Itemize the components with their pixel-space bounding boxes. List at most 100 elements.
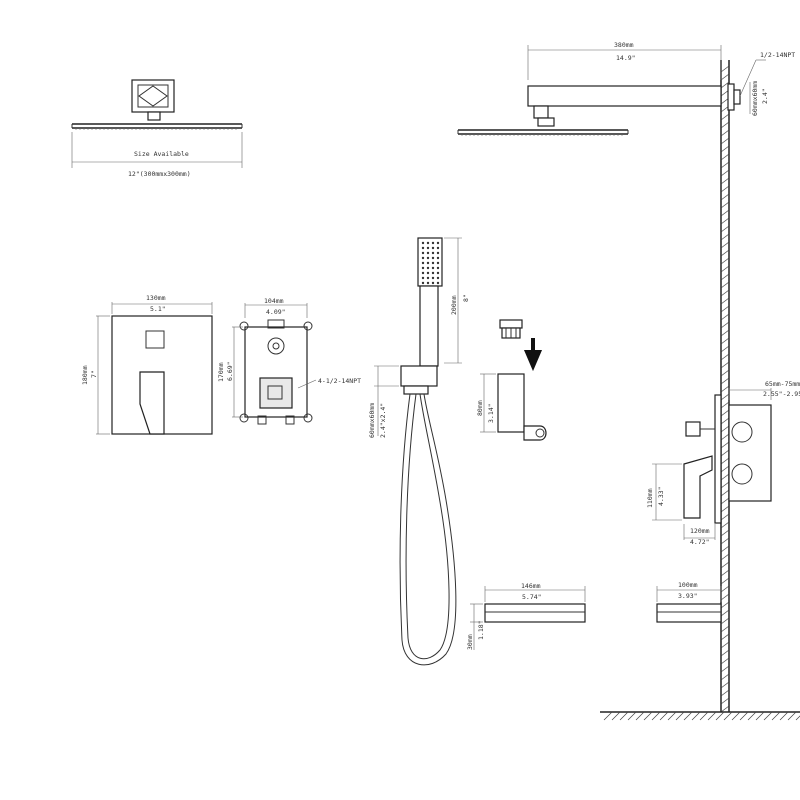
wall-hatch (720, 289, 730, 297)
wall-hatch (720, 161, 730, 169)
hand-length-in: 8" (462, 294, 470, 302)
spout-height-mm: 30mm (466, 634, 474, 650)
wall-hatch (720, 649, 730, 657)
wall-hatch (720, 625, 730, 633)
spray-dot (431, 276, 435, 280)
wall-hatch (720, 417, 730, 425)
wall-hatch (720, 585, 730, 593)
wall-hatch (720, 441, 730, 449)
valve-w-mm: 120mm (690, 527, 710, 535)
hose (399, 393, 457, 666)
ground-hatch (707, 711, 717, 721)
spray-dot (431, 261, 435, 265)
valve-height-in: 6.69" (226, 361, 234, 381)
arm-thread: 1/2-14NPT (760, 51, 795, 59)
wall-hatch (720, 681, 730, 689)
trim-height-mm: 180mm (81, 365, 89, 385)
wall-hatch (720, 489, 730, 497)
ground-hatch (619, 711, 629, 721)
shower-arm-figure: 380mm 14.9" 1/2-14NPT 60mmx60mm 2.4" (457, 41, 795, 136)
ground-hatch (771, 711, 781, 721)
wall-hatch (720, 353, 730, 361)
spray-dot (436, 266, 440, 270)
spout-length-mm: 146mm (521, 582, 541, 590)
ground-hatch (787, 711, 797, 721)
wall-hatch (720, 265, 730, 273)
hand-shower-holder (497, 373, 525, 433)
connector-in: 2.4"x2.4" (379, 403, 387, 438)
wall-hatch (720, 513, 730, 521)
spray-dot (426, 246, 430, 250)
installed-spout (656, 603, 722, 623)
trim-height-in: 7" (90, 370, 98, 378)
holder-height-in: 3.14" (487, 403, 495, 423)
wall-hatch (720, 73, 730, 81)
wall-hatch (720, 569, 730, 577)
rain-head-caption: Size Available (134, 150, 189, 158)
rain-head-mount-diamond (138, 85, 168, 107)
wall-hatch (720, 473, 730, 481)
ground-hatch (611, 711, 621, 721)
wall-hatch (720, 393, 730, 401)
wall-hatch (720, 497, 730, 505)
spout-figure: 146mm 5.74" 30mm 1.18" (466, 582, 586, 650)
valve-ports: 4-1/2-14NPT (318, 377, 361, 385)
wall-hatch (720, 225, 730, 233)
wall-hatch (720, 113, 730, 121)
spray-dot (426, 266, 430, 270)
ground-hatch (667, 711, 677, 721)
wall-hatch (720, 617, 730, 625)
ground-hatch (779, 711, 789, 721)
wall-hatch (720, 609, 730, 617)
hand-length-mm: 200mm (450, 295, 458, 315)
wall-hatch (720, 561, 730, 569)
wall-hatch (720, 425, 730, 433)
wall-hatch (720, 361, 730, 369)
ground-hatch (723, 711, 733, 721)
wall-hatch (720, 201, 730, 209)
wall-hatch (720, 321, 730, 329)
spray-dot (421, 281, 425, 285)
wall-hatch (720, 369, 730, 377)
wall-hatch (720, 481, 730, 489)
wall-hatch (720, 249, 730, 257)
trim-plate-figure: 130mm 5.1" 180mm 7" (81, 294, 213, 435)
wall-hatch (720, 657, 730, 665)
hand-shower-figure: 200mm 8" 60mmx60mm 2.4"x2.4" (368, 237, 470, 666)
wall-hatch (720, 329, 730, 337)
wall-hatch (720, 593, 730, 601)
wall-hatch (720, 305, 730, 313)
ground-hatch (691, 711, 701, 721)
spray-dot (436, 251, 440, 255)
spray-dot (431, 241, 435, 245)
spray-dot (421, 271, 425, 275)
spray-dot (431, 246, 435, 250)
ground-hatch (755, 711, 765, 721)
ground-hatch (747, 711, 757, 721)
spray-dot (426, 261, 430, 265)
shower-arm (527, 85, 722, 107)
valve-width-mm: 104mm (264, 297, 284, 305)
wall-hatch (720, 297, 730, 305)
spray-dot (426, 251, 430, 255)
wall-hatch (720, 553, 730, 561)
wall-section (600, 60, 800, 721)
ground-hatch (715, 711, 725, 721)
wall-hatch (720, 241, 730, 249)
wall-hatch (720, 601, 730, 609)
down-arrow-icon (523, 338, 543, 372)
wall-hatch (720, 705, 730, 713)
spray-dot (436, 246, 440, 250)
spray-dot (436, 281, 440, 285)
wall-hatch (720, 633, 730, 641)
wall-hatch (720, 465, 730, 473)
wall-hatch (720, 529, 730, 537)
wall-hatch (720, 153, 730, 161)
rain-head-size: 12"(300mmx300mm) (128, 170, 191, 178)
spray-dot (421, 266, 425, 270)
spray-dot (436, 241, 440, 245)
wall-hatch (720, 401, 730, 409)
spray-dot (421, 251, 425, 255)
spout-length-in: 5.74" (522, 593, 542, 601)
